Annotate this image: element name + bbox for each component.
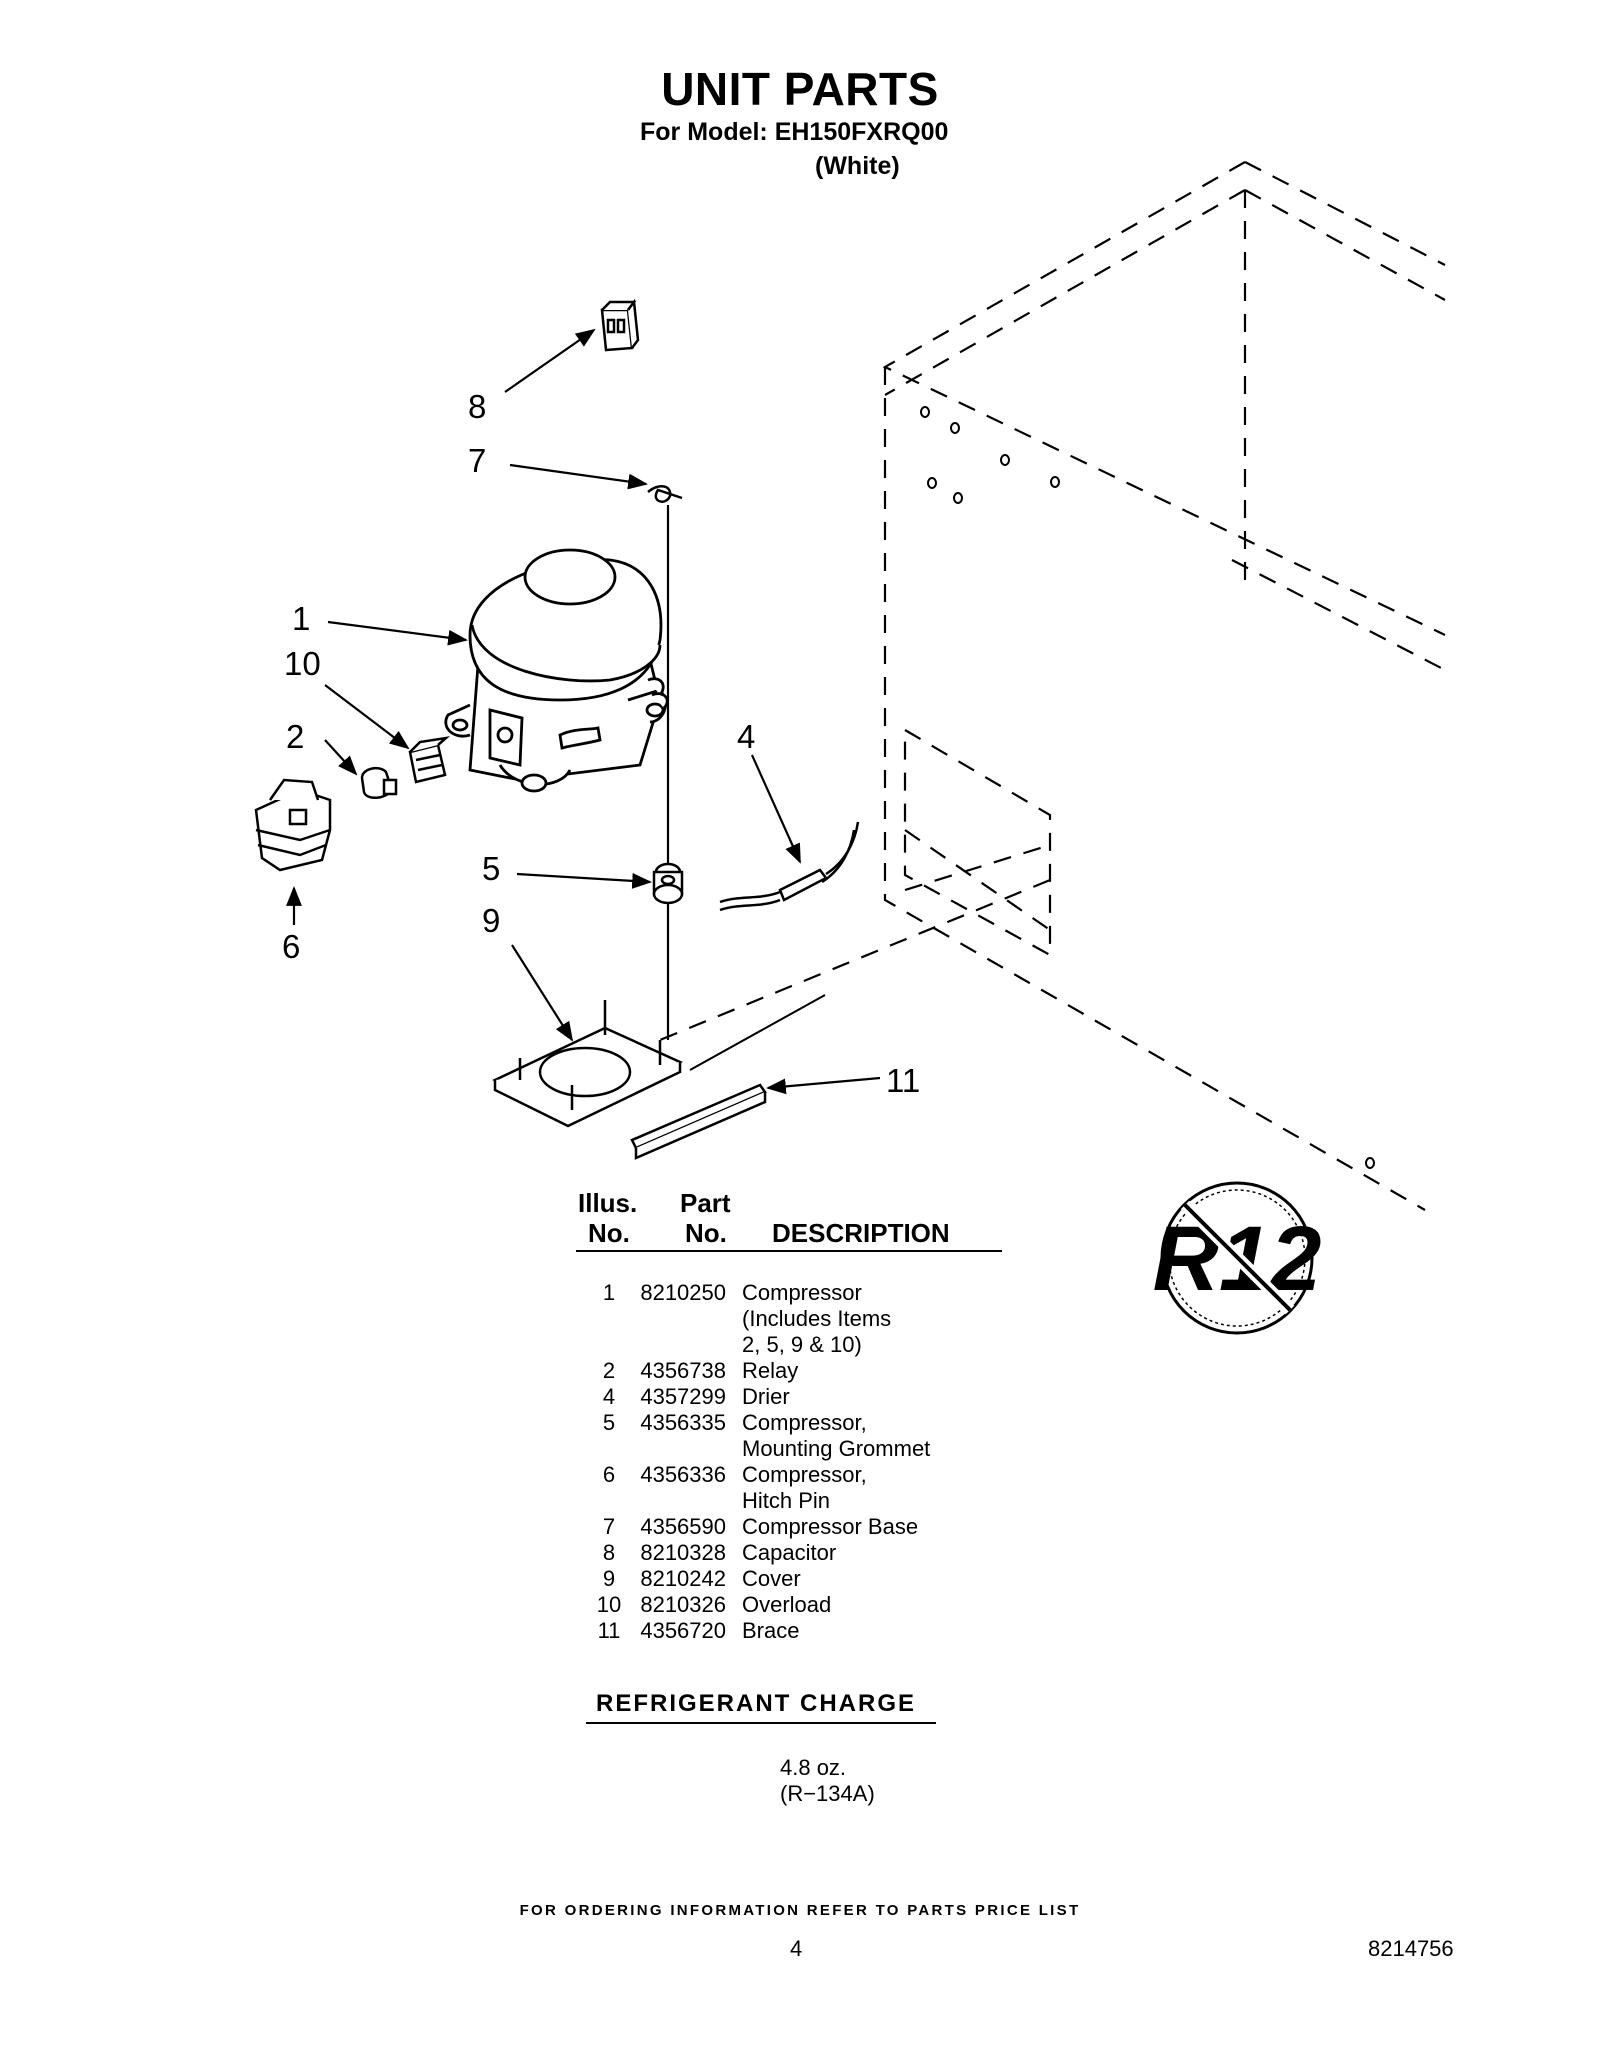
header-illus-line1: Illus. bbox=[578, 1188, 638, 1218]
callout-8: 8 bbox=[468, 388, 487, 425]
hitch-pin-part bbox=[647, 484, 683, 503]
description: Overload bbox=[742, 1592, 832, 1617]
model-line: For Model: EH150FXRQ00 bbox=[640, 118, 949, 146]
description: Relay bbox=[742, 1358, 799, 1383]
callout-6: 7 bbox=[468, 442, 487, 479]
parts-table: 1 8210250 Compressor (Includes Items 2, … bbox=[586, 1280, 982, 1644]
table-row: 2 4356738 Relay bbox=[586, 1358, 982, 1384]
description: Cover bbox=[742, 1566, 801, 1591]
refrigerant-charge-values: 4.8 oz. (R−134A) bbox=[780, 1755, 875, 1807]
callout-10: 10 bbox=[284, 645, 321, 682]
drier-part bbox=[719, 821, 860, 912]
table-row: 9 8210242 Cover bbox=[586, 1566, 982, 1592]
header-description: DESCRIPTION bbox=[772, 1218, 950, 1248]
r12-prohibited-icon: R12 bbox=[1153, 1181, 1321, 1335]
illus-no: 6 bbox=[602, 1462, 616, 1487]
illus-no: 5 bbox=[602, 1410, 616, 1435]
compressor-part bbox=[444, 548, 669, 793]
callout-4: 4 bbox=[737, 718, 756, 755]
part-no: 8210242 bbox=[640, 1566, 726, 1591]
illus-no: 1 bbox=[602, 1280, 616, 1305]
refrigerant-type: (R−134A) bbox=[780, 1781, 875, 1806]
table-row: 8 8210328 Capacitor bbox=[586, 1540, 982, 1566]
cabinet-outline bbox=[659, 161, 1446, 1211]
description: Drier bbox=[742, 1384, 790, 1409]
part-no: 4356335 bbox=[640, 1410, 726, 1435]
callout-1: 1 bbox=[292, 600, 311, 637]
document-number: 8214756 bbox=[1368, 1936, 1454, 1961]
page-number: 4 bbox=[790, 1936, 803, 1961]
callout-7: 9 bbox=[482, 902, 501, 939]
callout-9: 6 bbox=[282, 928, 301, 965]
compressor-base-part bbox=[492, 1000, 683, 1128]
refrigerant-charge-heading: REFRIGERANT CHARGE bbox=[596, 1690, 917, 1717]
header-illus-line2: No. bbox=[588, 1218, 630, 1248]
header-part-line1: Part bbox=[680, 1188, 731, 1218]
cabinet-connector-line bbox=[689, 994, 826, 1071]
illus-no: 2 bbox=[602, 1358, 616, 1383]
refrigerant-heading-rule bbox=[586, 1722, 936, 1724]
leader-lines bbox=[286, 328, 881, 1095]
table-row: 10 8210326 Overload bbox=[586, 1592, 982, 1618]
illus-no: 8 bbox=[602, 1540, 616, 1565]
illus-no: 9 bbox=[602, 1566, 616, 1591]
relay-part bbox=[360, 766, 398, 799]
callout-2: 2 bbox=[286, 718, 305, 755]
part-no: 8210250 bbox=[640, 1280, 726, 1305]
grommet-part bbox=[652, 862, 684, 905]
ordering-note: FOR ORDERING INFORMATION REFER TO PARTS … bbox=[519, 1902, 1081, 1919]
description: Compressor, Hitch Pin bbox=[742, 1462, 867, 1513]
capacitor-part bbox=[600, 298, 640, 352]
header-part-line2: No. bbox=[685, 1218, 727, 1248]
table-row: 4 4357299 Drier bbox=[586, 1384, 982, 1410]
part-no: 4356336 bbox=[640, 1462, 726, 1487]
illus-no: 10 bbox=[596, 1592, 622, 1617]
callout-11: 11 bbox=[886, 1062, 921, 1099]
illus-no: 7 bbox=[602, 1514, 616, 1539]
table-row: 5 4356335 Compressor, Mounting Grommet bbox=[586, 1410, 982, 1462]
color-line: (White) bbox=[815, 152, 900, 180]
cabinet-holes bbox=[920, 406, 1375, 1169]
description: Compressor Base bbox=[742, 1514, 919, 1539]
description: Compressor, Mounting Grommet bbox=[742, 1410, 931, 1461]
description: Capacitor bbox=[742, 1540, 837, 1565]
table-row: 7 4356590 Compressor Base bbox=[586, 1514, 982, 1540]
brace-part bbox=[630, 1083, 767, 1160]
illus-no: 11 bbox=[597, 1618, 621, 1643]
refrigerant-amount: 4.8 oz. bbox=[780, 1755, 847, 1780]
part-no: 4356590 bbox=[640, 1514, 726, 1539]
description: Brace bbox=[742, 1618, 800, 1643]
table-header-rule bbox=[576, 1250, 1002, 1252]
table-row: 11 4356720 Brace bbox=[586, 1618, 982, 1644]
part-no: 8210328 bbox=[640, 1540, 726, 1565]
part-no: 4356720 bbox=[640, 1618, 726, 1643]
cover-part bbox=[254, 778, 332, 872]
part-no: 8210326 bbox=[640, 1592, 726, 1617]
part-no: 4357299 bbox=[640, 1384, 726, 1409]
table-row: 1 8210250 Compressor (Includes Items 2, … bbox=[586, 1280, 982, 1358]
overload-part bbox=[408, 736, 451, 784]
callout-5: 5 bbox=[482, 850, 501, 887]
part-no: 4356738 bbox=[640, 1358, 726, 1383]
description: Compressor (Includes Items 2, 5, 9 & 10) bbox=[742, 1280, 892, 1357]
page-title: UNIT PARTS bbox=[661, 63, 939, 115]
illus-no: 4 bbox=[602, 1384, 616, 1409]
table-row: 6 4356336 Compressor, Hitch Pin bbox=[586, 1462, 982, 1514]
